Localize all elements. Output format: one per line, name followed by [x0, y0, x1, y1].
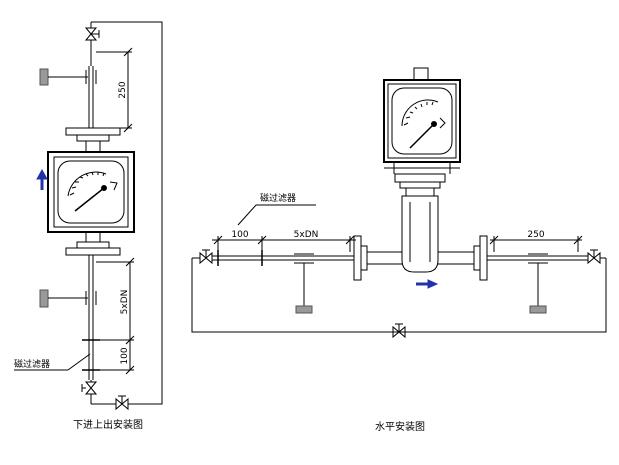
- bottom-valve-icon: [81, 381, 98, 395]
- right-dim-5dn-label: 5xDN: [294, 230, 319, 240]
- top-valve-icon: [84, 27, 100, 41]
- left-magnetic-filter: [82, 339, 100, 371]
- right-view-caption: 水平安装图: [375, 420, 425, 433]
- bypass-valve-icon: [392, 323, 406, 339]
- upper-flange: [65, 127, 121, 152]
- bypass-valve-icon: [115, 395, 129, 411]
- right-gauge-dial: [401, 99, 446, 149]
- left-view-caption: 下进上出安装图: [73, 418, 143, 431]
- left-flow-arrow-icon: [36, 168, 48, 190]
- right-pipe-support: [528, 253, 548, 314]
- left-dim-top-label: 250: [118, 81, 128, 98]
- horizontal-installation-view: [191, 67, 607, 339]
- bypass-loop-line: [191, 258, 607, 333]
- vertical-installation-view: [14, 21, 163, 411]
- right-flange: [479, 235, 488, 281]
- left-dim-mid-label: 5xDN: [120, 290, 130, 315]
- right-flow-arrow-icon: [416, 279, 439, 289]
- right-filter-label: 磁过滤器: [260, 192, 296, 204]
- right-dim-100-label: 100: [231, 230, 248, 240]
- left-gauge-dial: [67, 171, 118, 212]
- lower-flange: [65, 232, 121, 256]
- right-dim-250-label: 250: [527, 230, 544, 240]
- left-pipe-support: [294, 253, 314, 314]
- lower-support: [39, 289, 97, 308]
- right-flowmeter-head: [383, 67, 461, 174]
- right-flowmeter-body: [401, 195, 439, 273]
- bypass-loop-line: [91, 21, 163, 405]
- left-flowmeter: [47, 151, 135, 233]
- left-dim-bottom-label: 100: [120, 347, 130, 364]
- right-outlet-valve-icon: [587, 249, 601, 265]
- left-filter-label: 磁过滤器: [14, 358, 50, 370]
- left-inlet-valve-icon: [199, 249, 213, 265]
- left-flange: [353, 235, 362, 281]
- top-support: [39, 68, 97, 86]
